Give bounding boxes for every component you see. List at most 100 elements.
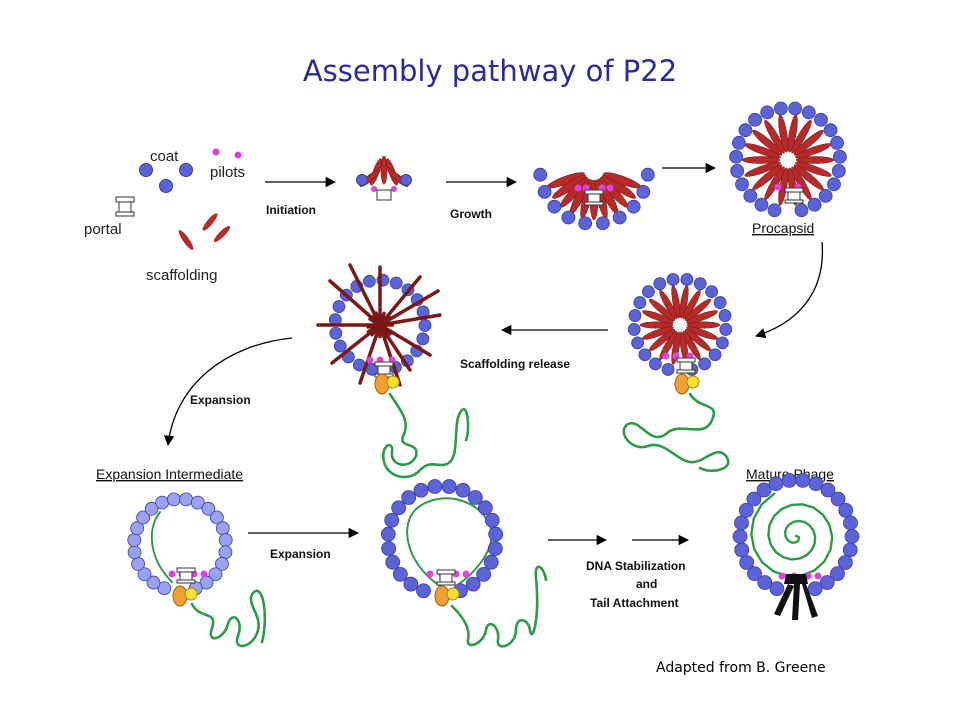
coat-subunit xyxy=(533,167,548,182)
coat-subunit xyxy=(427,479,443,494)
coat-subunit xyxy=(487,541,503,556)
coat-subunit xyxy=(392,566,408,582)
scaffold-protein xyxy=(686,321,721,329)
arrow-expansion-curve xyxy=(163,337,293,447)
portal-complex xyxy=(676,357,696,374)
coat-subunit xyxy=(648,357,662,371)
scaffolding-rods xyxy=(178,213,231,250)
pilot-dot xyxy=(234,151,242,159)
initiation-label: Initiation xyxy=(266,203,316,217)
coat-subunit xyxy=(767,203,782,218)
scaffold-protein xyxy=(659,290,678,320)
pilot-protein xyxy=(778,572,786,580)
coat-subunit xyxy=(773,101,788,116)
dna-strand xyxy=(150,511,173,583)
dna-strand xyxy=(750,492,834,578)
coat-subunit xyxy=(819,575,835,590)
coat-subunit xyxy=(756,482,772,498)
coat-subunit xyxy=(167,492,181,507)
pilot-protein xyxy=(200,570,208,578)
expansion-label: Expansion xyxy=(270,547,331,561)
pilot-protein xyxy=(168,570,176,578)
coat-subunit xyxy=(653,277,667,291)
scaffold-protein xyxy=(684,298,712,322)
coat-subunit xyxy=(743,188,758,203)
scaffold-protein xyxy=(642,310,674,324)
coat-subunit xyxy=(838,502,854,518)
coat-subunit xyxy=(157,581,172,596)
coat-subunit xyxy=(578,216,593,231)
coat-subunit xyxy=(136,510,151,525)
pilot-protein xyxy=(606,184,614,192)
packaging-motor xyxy=(434,585,460,607)
coat-subunit xyxy=(698,357,712,371)
scaffold-protein xyxy=(795,161,832,177)
coat-subunit xyxy=(477,500,493,516)
released-scaffold xyxy=(372,314,412,372)
coat-subunit xyxy=(680,273,694,286)
coat-subunit xyxy=(830,566,845,581)
scaffold-protein xyxy=(648,298,676,322)
scaffold-protein xyxy=(791,119,812,154)
coat-subunit xyxy=(144,501,159,516)
credit-text: Adapted from B. Greene xyxy=(656,660,826,676)
coat-subunit xyxy=(465,576,481,592)
coat-subunit xyxy=(416,332,430,346)
dna-strand xyxy=(622,392,730,472)
coat-subunit xyxy=(729,149,744,164)
coat-subunit xyxy=(760,105,775,120)
coat-subunit xyxy=(738,123,753,138)
coat-subunit xyxy=(201,501,216,516)
growing-shell xyxy=(533,167,655,231)
coat-subunit xyxy=(403,576,419,592)
scaffolding-label: scaffolding xyxy=(146,267,217,284)
coat-subunit xyxy=(381,541,397,556)
coat-subunit xyxy=(830,135,844,150)
scaffold-protein xyxy=(686,310,718,324)
coat-subunit xyxy=(801,105,816,120)
pilot-protein xyxy=(366,356,374,364)
scaffold-protein xyxy=(639,321,674,329)
coat-subunit xyxy=(215,521,230,536)
arrow-to-dna-packaging xyxy=(755,241,824,339)
coat-subunit xyxy=(218,533,233,547)
coat-subunit xyxy=(831,164,846,178)
coat-subunit xyxy=(631,336,645,350)
coat-subunit xyxy=(418,319,432,332)
coat-subunit xyxy=(818,188,833,203)
coat-subunit xyxy=(666,273,680,286)
pilot-dot xyxy=(212,148,220,156)
coat-subunit xyxy=(329,326,343,340)
and-label: and xyxy=(636,577,657,591)
coat-subunit xyxy=(844,529,860,544)
tail-spikes xyxy=(774,574,818,620)
packaging-motor xyxy=(674,373,700,395)
coat-subunit xyxy=(719,323,733,336)
pilots-label: pilots xyxy=(210,164,245,181)
expansion-intermediate-particle xyxy=(127,492,267,648)
coat-subunit xyxy=(455,482,471,498)
pilot-protein xyxy=(574,184,582,192)
coat-subunit xyxy=(218,545,233,560)
scaffold-protein xyxy=(682,290,701,320)
pilot-protein xyxy=(662,352,670,360)
coat-subunit xyxy=(561,210,576,225)
coat-subunit xyxy=(385,554,401,570)
coat-subunit xyxy=(823,123,838,138)
dna-strand xyxy=(406,497,493,587)
coat-subunit xyxy=(333,339,347,353)
slide-title: Assembly pathway of P22 xyxy=(302,54,678,88)
mature-phage-particle xyxy=(732,473,860,620)
coat-subunit xyxy=(732,135,746,150)
expansion-intermediate-label: Expansion Intermediate xyxy=(96,466,243,482)
coat-subunit xyxy=(807,197,822,212)
coat-subunit xyxy=(788,101,803,116)
coat-subunit xyxy=(814,112,828,127)
coat-subunit xyxy=(748,112,762,127)
portal-label: portal xyxy=(84,221,122,238)
coat-subunit xyxy=(715,336,729,350)
coat-subunit xyxy=(179,492,193,507)
pilot-protein xyxy=(814,572,822,580)
coat-subunit xyxy=(391,500,407,516)
